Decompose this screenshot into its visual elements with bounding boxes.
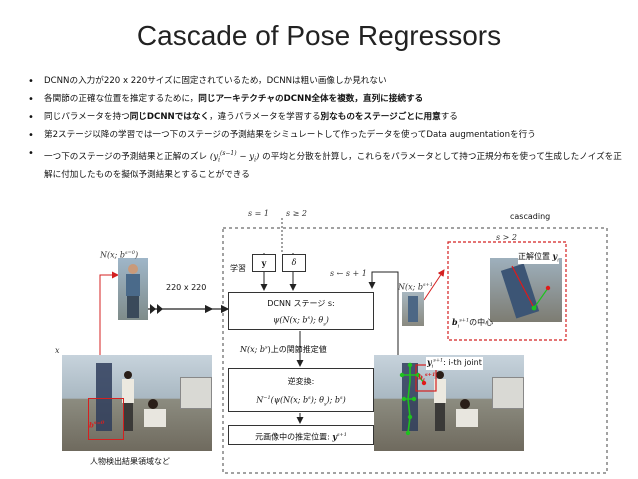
crop-image-s0 [118, 258, 148, 320]
gt-label: 正解位置 yi [518, 251, 559, 264]
gt-red-arrow [423, 269, 445, 301]
loop-arrow [368, 271, 399, 355]
bullet-text-run: (s−1) [219, 149, 237, 157]
crop-size-label: 220 x 220 [166, 283, 207, 292]
bullet-item: 同じパラメータを持つ同じDCNNではなく，違うパラメータを学習する別なものをステ… [28, 110, 628, 126]
bullet-text-run: する [440, 111, 458, 122]
stage2-label: s ≥ 2 [286, 209, 307, 218]
bullet-list: DCNNの入力が220 x 220サイズに固定されているため，DCNNは粗い画像… [28, 74, 628, 186]
cascading-label: cascading [510, 212, 551, 221]
bullet-text-run: 一つ下のステージの予測結果と正解のズレ [44, 151, 210, 162]
original-image-left [62, 355, 212, 451]
bullet-text-run: の平均と分散を計算し，これらをパラメータとして持つ正規分布を使って生成したノイズ… [44, 151, 622, 181]
bullet-text-run: 同じパラメータを持つ [44, 111, 130, 122]
bullet-text-run: 同じアーキテクチャのDCNN全体を複数，直列に接続する [198, 93, 424, 104]
crop-s1-label: N(x; bs+1 [398, 282, 433, 292]
dcnn-title: DCNN ステージ s: [267, 299, 335, 308]
bullet-item: 各関節の正確な位置を推定するために，同じアーキテクチャのDCNN全体を複数，直列… [28, 92, 628, 108]
final-estimate-box: 元画像中の推定位置: ys+1 [228, 425, 374, 445]
inverse-transform-box: 逆変換: N−1(ψ(N(x; bs); θs); bs) [228, 368, 374, 412]
joint-label: yis+1: i-th joint [426, 357, 483, 370]
slide-title: Cascade of Pose Regressors [136, 20, 502, 51]
learn-label: 学習 [230, 264, 246, 273]
bullet-text-run: − y [236, 151, 255, 162]
joint-estimate-label: N(x; bs)上の関節推定値 [240, 344, 327, 354]
bullet-text-run: DCNNの入力が220 x 220サイズに固定されているため，DCNNは粗い画像… [44, 76, 387, 86]
bullet-text-run: 別なものをステージごとに用意 [320, 111, 441, 122]
bullet-text-run: i [218, 156, 220, 164]
bullet-text-run: ，違うパラメータを学習する [209, 111, 321, 122]
dcnn-formula: ψ(N(x; bs); θs) [273, 315, 329, 328]
inverse-title: 逆変換: [287, 377, 315, 386]
y-target-box: y [252, 254, 276, 272]
stage-gt-label: s > 2 [496, 233, 517, 242]
bullet-text-run: 各関節の正確な位置を推定するために， [44, 93, 199, 104]
gt-joints-overlay [511, 265, 551, 311]
original-image-right [374, 355, 524, 451]
person-detection-box [88, 398, 124, 440]
inverse-formula: N−1(ψ(N(x; bs); θs); bs) [256, 395, 346, 408]
cascading-region [222, 227, 608, 474]
x-label: x [55, 346, 60, 355]
stage-update-label: s ← s + 1 [330, 269, 367, 278]
dcnn-stage-box: DCNN ステージ s: ψ(N(x; bs); θs) [228, 292, 374, 330]
bullet-text-run: i [254, 156, 257, 164]
gt-dashed-box [447, 241, 567, 341]
bullet-item: 第2ステージ以降の学習では一つ下のステージの予測結果をシミュレートして作ったデー… [28, 128, 628, 144]
bullet-text-run: 第2ステージ以降の学習では一つ下のステージの予測結果をシミュレートして作ったデー… [44, 129, 536, 140]
crop-image-s1 [402, 292, 424, 326]
bullet-item: DCNNの入力が220 x 220サイズに固定されているため，DCNNは粗い画像… [28, 74, 628, 90]
b-label-right: bis+1 [418, 372, 436, 384]
delta-target-box: δ [282, 254, 306, 272]
bullet-item: 一つ下のステージの予測結果と正解のズレ (yi(s−1) − yi) の平均と分… [28, 146, 628, 184]
person-detect-label: 人物検出結果領域など [90, 457, 170, 466]
bullet-text-run: 同じDCNNではなく [129, 111, 210, 122]
center-label: bis+1の中心 [452, 317, 494, 330]
stage1-label: s = 1 [248, 209, 269, 218]
bullet-text-run: ) [256, 151, 260, 162]
gt-crop-image [490, 258, 562, 322]
bullet-text-run: (y [209, 151, 219, 162]
skeleton-overlay [399, 362, 437, 436]
crop-s0-label: N(x; bs=0) [100, 250, 139, 260]
b-label-left: bs=0 [89, 420, 105, 430]
